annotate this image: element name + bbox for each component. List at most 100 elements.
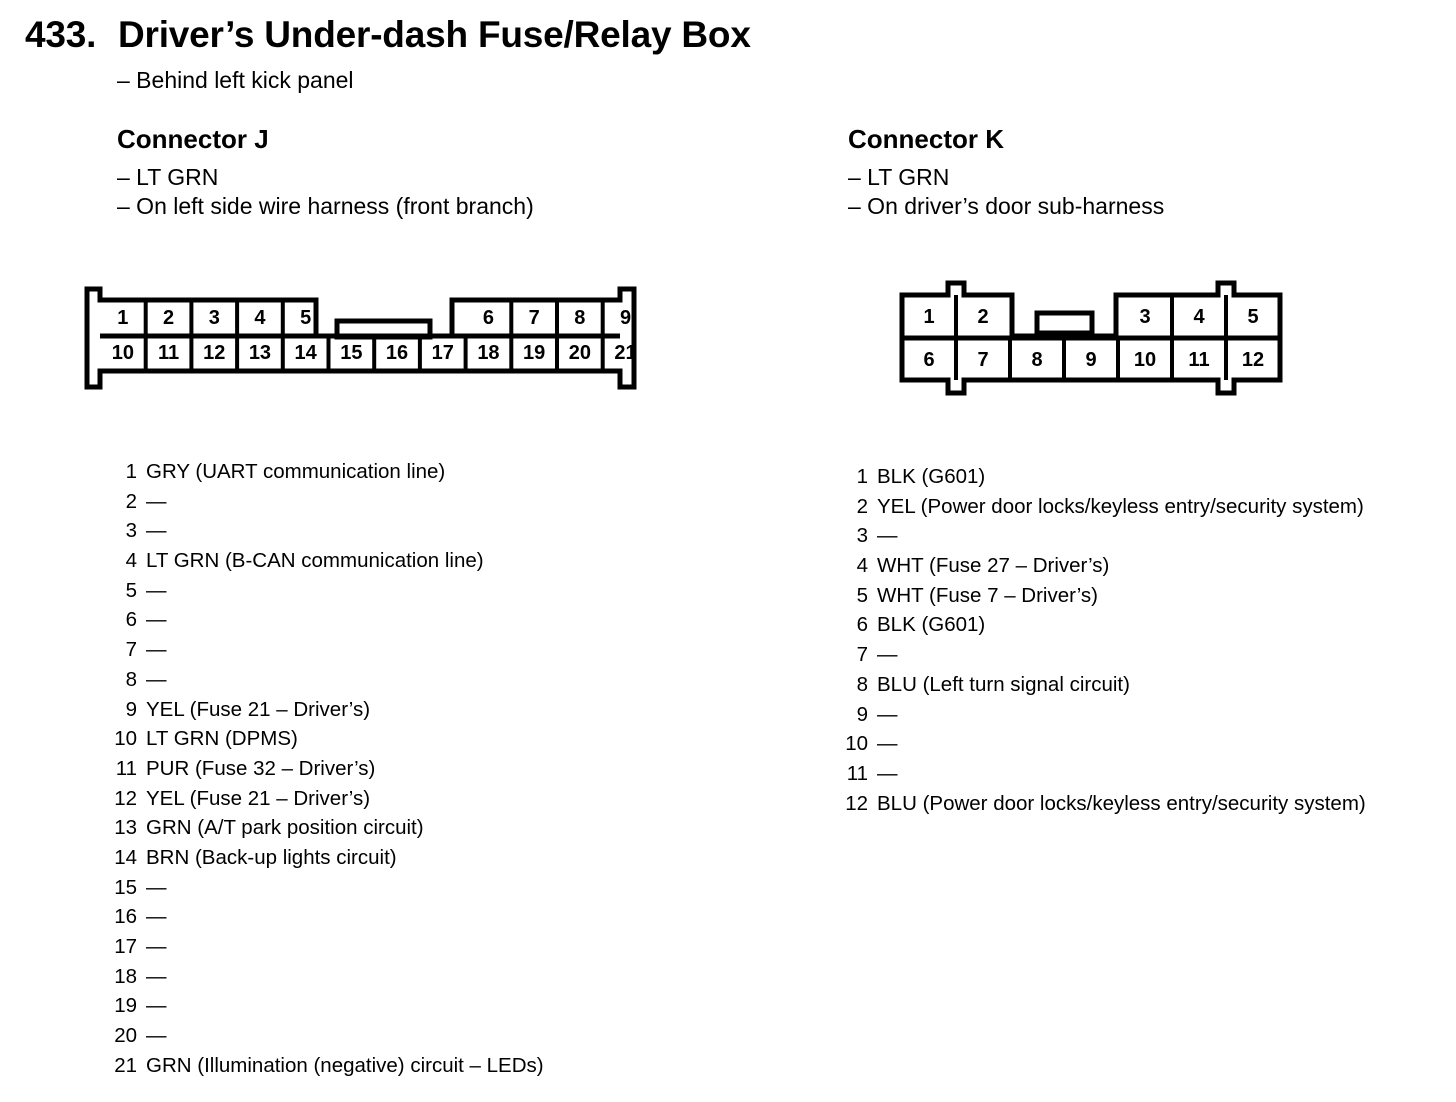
cavity-label: 3 xyxy=(209,307,220,329)
pin-description: — xyxy=(146,638,167,662)
pin-number: 9 xyxy=(856,702,868,726)
cavity-label: 10 xyxy=(1134,349,1156,371)
pin-number: 17 xyxy=(114,935,137,958)
pin-row: 15— xyxy=(107,873,544,903)
cavity-label: 5 xyxy=(300,307,311,329)
pin-number: 11 xyxy=(846,761,868,785)
pin-number: 14 xyxy=(114,845,137,869)
cavity-label: 1 xyxy=(923,306,934,328)
pin-number: 5 xyxy=(856,583,868,607)
cavity-label: 17 xyxy=(432,342,454,364)
pin-row: 11— xyxy=(838,759,1366,789)
pin-description: YEL (Fuse 21 – Driver’s) xyxy=(146,786,371,810)
cavity-label: 8 xyxy=(1031,349,1042,371)
pin-description: YEL (Power door locks/keyless entry/secu… xyxy=(877,494,1364,518)
pin-number: 6 xyxy=(856,613,868,637)
pin-row: 16 — xyxy=(107,902,544,932)
pin-number: 9 xyxy=(125,697,137,721)
pin-description: LT GRN (B-CAN communication line) xyxy=(146,549,484,573)
pin-number: 2 xyxy=(125,489,137,513)
cavity-label: 19 xyxy=(523,342,545,364)
pin-number: 3 xyxy=(125,519,137,543)
pin-row: 6— xyxy=(107,605,544,635)
pin-description: — xyxy=(146,578,167,602)
cavity-label: 7 xyxy=(977,349,988,371)
cavity-label: 11 xyxy=(1188,349,1209,371)
cavity-label: 6 xyxy=(483,307,494,329)
connector-j-outline xyxy=(84,286,637,390)
pin-row: 3— xyxy=(838,521,1366,551)
cavity-label: 10 xyxy=(112,342,134,364)
connector-j-location: – On left side wire harness (front branc… xyxy=(117,193,534,219)
pin-description: YEL (Fuse 21 – Driver’s) xyxy=(146,697,371,721)
pin-row: 18 — xyxy=(107,962,544,992)
pin-description: — xyxy=(146,935,167,958)
pin-row: 12 YEL (Fuse 21 – Driver’s) xyxy=(107,784,544,814)
pin-number: 18 xyxy=(114,964,137,988)
cavity-label: 16 xyxy=(386,342,408,364)
pin-description: — xyxy=(146,964,167,988)
cavity-label: 5 xyxy=(1247,306,1258,328)
pin-number: 1 xyxy=(125,460,137,483)
pin-number: 16 xyxy=(114,905,137,929)
pin-description: WHT (Fuse 7 – Driver’s) xyxy=(877,583,1098,607)
cavity-label: 6 xyxy=(923,349,934,371)
pin-row: 2 YEL (Power door locks/keyless entry/sec… xyxy=(838,492,1366,522)
pin-row: 2— xyxy=(107,487,544,517)
cavity-label: 2 xyxy=(977,306,988,328)
pin-row: 8 BLU (Left turn signal circuit) xyxy=(838,670,1366,700)
pin-row: 10— xyxy=(838,729,1366,759)
pin-number: 10 xyxy=(114,727,137,751)
pin-number: 7 xyxy=(856,643,868,667)
cavity-label: 1 xyxy=(117,307,128,329)
pin-description: — xyxy=(146,519,167,543)
cavity-label: 11 xyxy=(158,342,179,364)
title-text: Driver’s Under-dash Fuse/Relay Box xyxy=(118,14,751,55)
pin-number: 12 xyxy=(845,791,868,815)
section-number: 433. xyxy=(25,14,97,55)
pin-row: 9 YEL (Fuse 21 – Driver’s) xyxy=(107,695,544,725)
cavity-label: 21 xyxy=(614,342,636,364)
pin-row: 17 — xyxy=(107,932,544,962)
pin-number: 12 xyxy=(114,786,137,810)
pin-description: BLU (Left turn signal circuit) xyxy=(877,672,1130,696)
connector-k-title: Connector K xyxy=(848,124,1004,154)
cavity-label: 15 xyxy=(340,342,362,364)
pin-description: BLK (G601) xyxy=(877,465,986,488)
connector-j-color: – LT GRN xyxy=(117,164,219,190)
pin-description: — xyxy=(146,994,167,1018)
pin-description: PUR (Fuse 32 – Driver’s) xyxy=(146,756,376,780)
pin-row: 7— xyxy=(107,635,544,665)
cavity-label: 13 xyxy=(249,342,271,364)
pin-description: — xyxy=(877,643,898,667)
pin-number: 5 xyxy=(125,578,137,602)
pin-number: 8 xyxy=(125,667,137,691)
pin-description: — xyxy=(146,875,167,899)
pin-row: 5— xyxy=(107,576,544,606)
pin-row: 11 PUR (Fuse 32 – Driver’s) xyxy=(107,754,544,784)
pin-number: 6 xyxy=(125,608,137,632)
pin-number: 7 xyxy=(125,638,137,662)
pin-row: 9— xyxy=(838,700,1366,730)
connector-k-outline xyxy=(899,280,1283,396)
pin-description: BLK (G601) xyxy=(877,613,986,637)
cavity-label: 14 xyxy=(295,342,318,364)
cavity-label: 18 xyxy=(477,342,499,364)
pin-number: 2 xyxy=(856,494,868,518)
pin-description: — xyxy=(146,489,167,513)
pin-description: — xyxy=(146,905,167,929)
pin-number: 19 xyxy=(114,994,137,1018)
pin-description: GRN (A/T park position circuit) xyxy=(146,816,424,840)
pin-number: 11 xyxy=(115,756,137,780)
pin-number: 8 xyxy=(856,672,868,696)
cavity-label: 7 xyxy=(529,307,540,329)
pin-description: BLU (Power door locks/keyless entry/secu… xyxy=(877,791,1366,815)
pin-row: 6 BLK (G601) xyxy=(838,610,1366,640)
pin-description: — xyxy=(146,667,167,691)
